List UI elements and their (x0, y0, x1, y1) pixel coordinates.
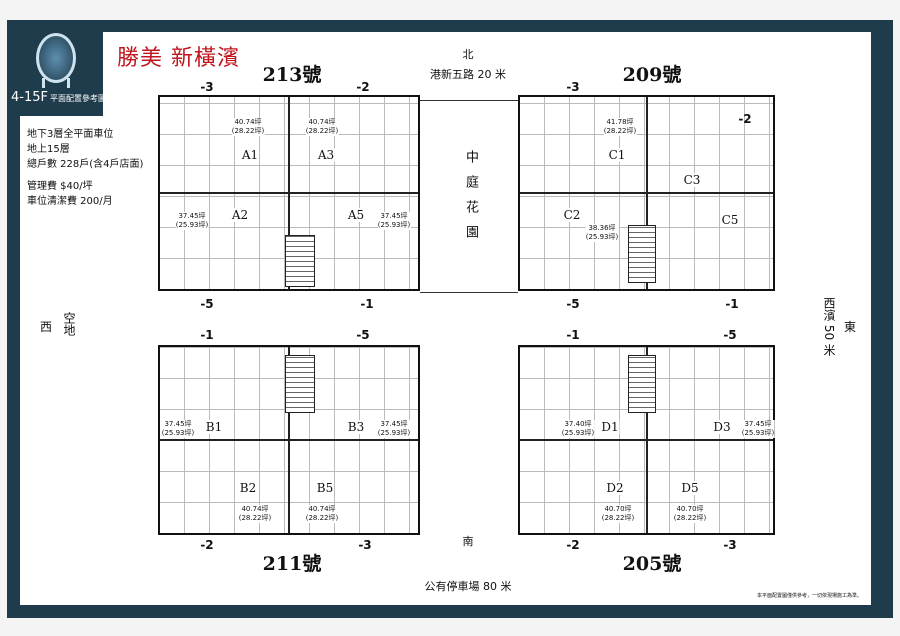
elevator-core (628, 225, 656, 283)
info-line: 管理費 $40/坪 (27, 181, 93, 192)
unit-label: C1 (607, 148, 627, 162)
direction-marker: -5 (723, 328, 737, 342)
direction-marker: -5 (566, 297, 580, 311)
direction-marker: -3 (358, 538, 372, 552)
elevator-core (285, 235, 315, 287)
unit-label: A2 (230, 208, 250, 222)
direction-marker: -2 (200, 538, 214, 552)
unit-area: 37.45坪(25.93坪) (175, 212, 209, 230)
building-title: 205號 (622, 553, 682, 575)
unit-area: 37.40坪(25.93坪) (561, 420, 595, 438)
unit-label: A1 (240, 148, 260, 162)
south-road: 公有停車場 80 米 (424, 580, 512, 593)
north-label: 北 (462, 48, 474, 61)
west-land: 空地 (62, 312, 76, 336)
unit-area: 40.70坪(28.22坪) (673, 505, 707, 523)
unit-label: D3 (712, 420, 732, 434)
unit-area: 37.45坪(25.93坪) (377, 212, 411, 230)
info-line: 車位清潔費 200/月 (27, 196, 113, 207)
unit-area: 38.36坪(25.93坪) (585, 224, 619, 242)
unit-label: D2 (605, 481, 625, 495)
north-road: 港新五路 20 米 (430, 68, 506, 81)
direction-marker: -2 (566, 538, 580, 552)
direction-marker: -2 (356, 80, 370, 94)
direction-marker: -3 (566, 80, 580, 94)
unit-area: 37.45坪(25.93坪) (161, 420, 195, 438)
direction-marker: -3 (200, 80, 214, 94)
courtyard-edge (420, 292, 518, 293)
unit-label: A3 (316, 148, 336, 162)
unit-area: 37.45坪(25.93坪) (741, 420, 775, 438)
unit-label: A5 (346, 208, 366, 222)
unit-label: B3 (346, 420, 366, 434)
info-line: 地上15層 (27, 144, 70, 155)
building-title: 209號 (622, 64, 682, 86)
courtyard-label: 中庭花園 (463, 150, 478, 250)
building-209-plan (518, 95, 775, 291)
east-road: 西濱 50 米 (822, 297, 836, 356)
unit-label: B2 (238, 481, 258, 495)
unit-label: C5 (720, 213, 740, 227)
east-label: 東 (844, 320, 857, 334)
unit-area: 41.78坪(28.22坪) (603, 118, 637, 136)
direction-marker: -2 (738, 112, 752, 126)
unit-label: C3 (682, 173, 702, 187)
brand-title: 勝美 新橫濱 (117, 46, 240, 71)
direction-marker: -1 (360, 297, 374, 311)
unit-area: 40.74坪(28.22坪) (305, 118, 339, 136)
direction-marker: -5 (200, 297, 214, 311)
unit-area: 40.70坪(28.22坪) (601, 505, 635, 523)
unit-area: 40.74坪(28.22坪) (231, 118, 265, 136)
unit-label: B5 (315, 481, 335, 495)
south-label: 南 (462, 535, 474, 548)
unit-area: 40.74坪(28.22坪) (238, 505, 272, 523)
elevator-core (285, 355, 315, 413)
logo-stand-icon (42, 78, 70, 88)
west-label: 西 (40, 320, 53, 334)
unit-area: 40.74坪(28.22坪) (305, 505, 339, 523)
courtyard-edge (420, 100, 518, 101)
direction-marker: -3 (723, 538, 737, 552)
direction-marker: -1 (725, 297, 739, 311)
building-title: 211號 (262, 553, 322, 575)
unit-label: B1 (204, 420, 224, 434)
unit-area: 37.45坪(25.93坪) (377, 420, 411, 438)
footer-note: 本平面配置圖僅供參考，一切依現場施工為準。 (756, 593, 862, 599)
building-title: 213號 (262, 64, 322, 86)
ferris-wheel-logo-icon (36, 33, 76, 83)
info-line: 地下3層全平面車位 (27, 129, 114, 140)
direction-marker: -1 (200, 328, 214, 342)
unit-label: C2 (562, 208, 582, 222)
info-panel (20, 116, 104, 605)
direction-marker: -5 (356, 328, 370, 342)
direction-marker: -1 (566, 328, 580, 342)
unit-label: D1 (600, 420, 620, 434)
elevator-core (628, 355, 656, 413)
unit-label: D5 (680, 481, 700, 495)
info-line: 總戶數 228戶(含4戶店面) (27, 159, 144, 170)
